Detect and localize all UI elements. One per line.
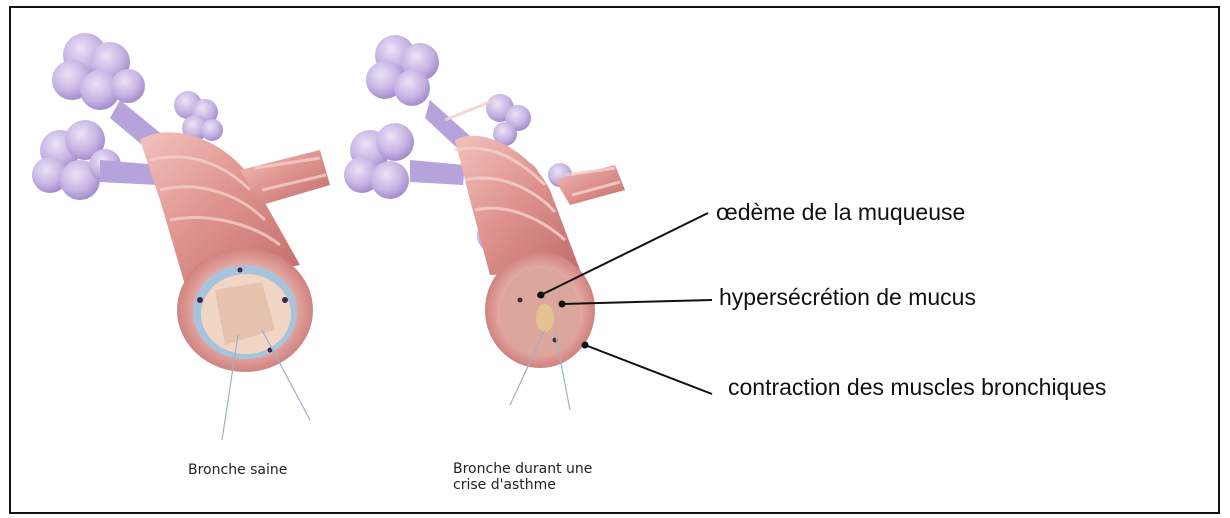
asthma-caption-line1: Bronche durant une [453,461,592,478]
pointer-dot [538,292,545,299]
label-contraction: contraction des muscles bronchiques [728,374,1106,401]
pointer-dot [582,342,589,349]
pointer-dot [559,301,566,308]
label-mucus: hypersécrétion de mucus [719,284,976,311]
asthma-caption-line2: crise d'asthme [453,477,556,494]
label-oedema: œdème de la muqueuse [716,199,965,226]
healthy-bronchus-caption: Bronche saine [188,462,287,479]
asthma-bronchus [344,35,625,410]
leader-line-contraction [585,345,712,394]
healthy-bronchus [32,33,330,440]
